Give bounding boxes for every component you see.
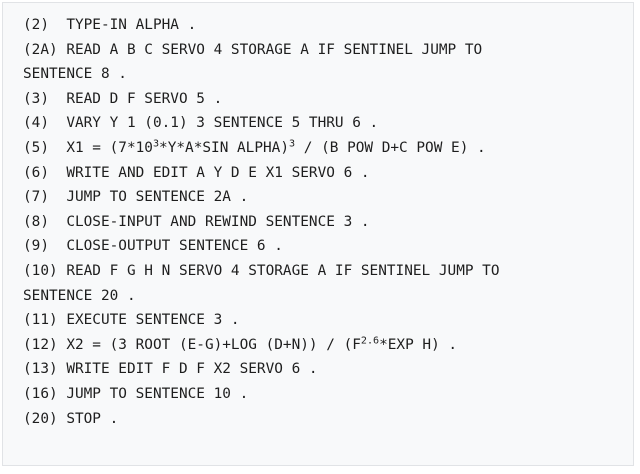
code-text: (16) JUMP TO SENTENCE 10 . [23,385,249,402]
code-line-16: (16) JUMP TO SENTENCE 10 . [23,382,633,407]
code-line-12: (12) X2 = (3 ROOT (E-G)+LOG (D+N)) / (F2… [23,333,633,358]
code-line-2: (2) TYPE-IN ALPHA . [23,13,633,38]
code-text: (12) X2 = (3 ROOT (E-G)+LOG (D+N)) / (F [23,336,361,353]
code-text: (4) VARY Y 1 (0.1) 3 SENTENCE 5 THRU 6 . [23,115,379,132]
superscript-exponent: 2.6 [360,335,380,347]
code-text: (3) READ D F SERVO 5 . [23,90,223,107]
code-text: (20) STOP . [23,410,119,427]
code-line-13: (13) WRITE EDIT F D F X2 SERVO 6 . [23,357,633,382]
code-line-7: (7) JUMP TO SENTENCE 2A . [23,185,633,210]
code-line-2A: (2A) READ A B C SERVO 4 STORAGE A IF SEN… [23,38,633,63]
code-line-8: (8) CLOSE-INPUT AND REWIND SENTENCE 3 . [23,210,633,235]
code-text: (8) CLOSE-INPUT AND REWIND SENTENCE 3 . [23,213,370,230]
code-text: (2A) READ A B C SERVO 4 STORAGE A IF SEN… [23,41,483,58]
code-text: (7) JUMP TO SENTENCE 2A . [23,189,249,206]
code-line-11: (11) EXECUTE SENTENCE 3 . [23,308,633,333]
code-text: (5) X1 = (7*10 [23,139,153,156]
superscript-exponent: 3 [289,138,296,150]
code-line-20: (20) STOP . [23,407,633,432]
code-line-10: (10) READ F G H N SERVO 4 STORAGE A IF S… [23,259,633,284]
superscript-exponent: 3 [152,138,160,150]
code-text: *Y*A*SIN ALPHA) [159,139,290,156]
code-text: SENTENCE 20 . [23,287,136,304]
code-text: *EXP H) . [379,336,458,353]
code-line-6: (6) WRITE AND EDIT A Y D E X1 SERVO 6 . [23,161,633,186]
code-line-10-cont: SENTENCE 20 . [23,284,633,309]
code-line-3: (3) READ D F SERVO 5 . [23,87,633,112]
code-text: (11) EXECUTE SENTENCE 3 . [23,312,240,329]
code-text: (9) CLOSE-OUTPUT SENTENCE 6 . [23,238,283,255]
code-line-5: (5) X1 = (7*103*Y*A*SIN ALPHA)3 / (B POW… [23,136,633,161]
code-line-4: (4) VARY Y 1 (0.1) 3 SENTENCE 5 THRU 6 . [23,111,633,136]
code-line-2A-cont: SENTENCE 8 . [23,62,633,87]
code-text: (2) TYPE-IN ALPHA . [23,17,197,33]
code-block: (2) TYPE-IN ALPHA . (2A) READ A B C SERVO… [2,2,634,466]
code-text: / (B POW D+C POW E) . [295,139,486,156]
code-text: (10) READ F G H N SERVO 4 STORAGE A IF S… [23,262,500,279]
code-text: SENTENCE 8 . [23,66,127,83]
code-text: (13) WRITE EDIT F D F X2 SERVO 6 . [23,361,318,378]
code-line-9: (9) CLOSE-OUTPUT SENTENCE 6 . [23,234,633,259]
code-text: (6) WRITE AND EDIT A Y D E X1 SERVO 6 . [23,164,370,181]
